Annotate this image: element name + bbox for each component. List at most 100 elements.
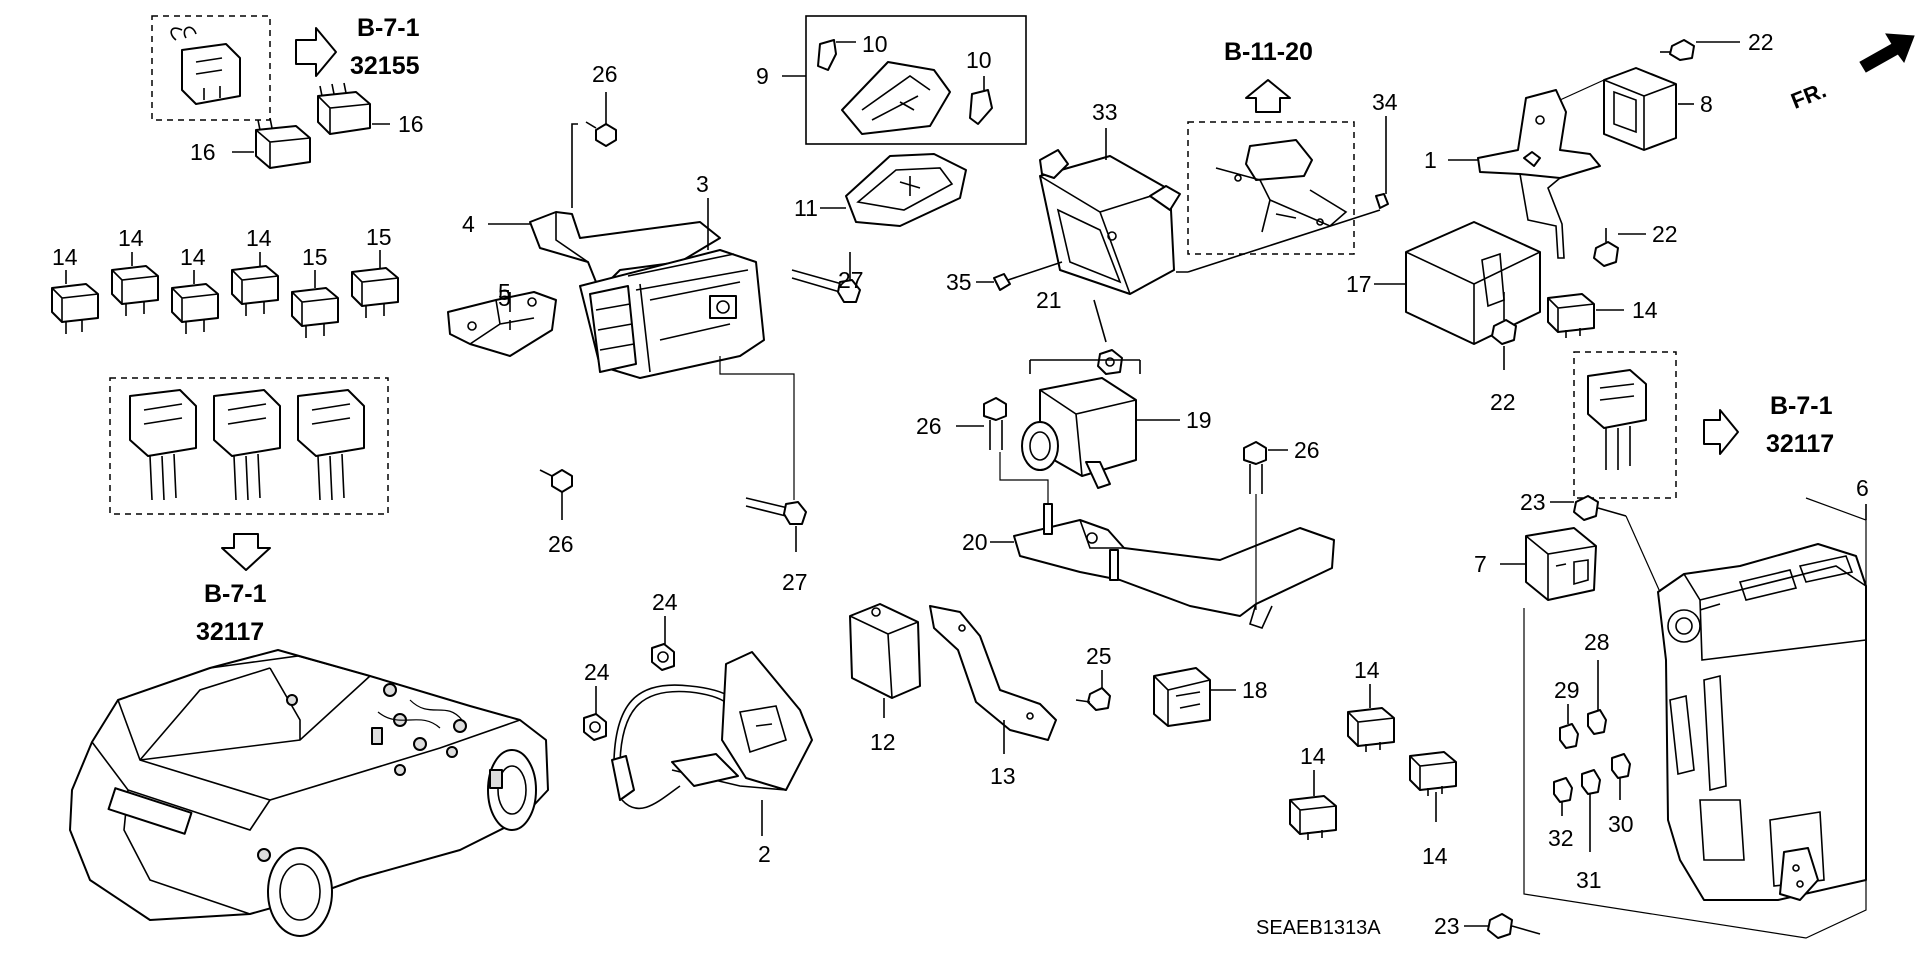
part-22-bolt-top [1660, 39, 1695, 61]
part-18-connector [1153, 667, 1211, 727]
label-25: 25 [1086, 643, 1112, 669]
label-21: 21 [1036, 287, 1062, 313]
label-16b: 16 [190, 139, 216, 165]
label-24a: 24 [652, 589, 678, 615]
label-27-bottom: 27 [782, 569, 808, 595]
label-17: 17 [1346, 271, 1372, 297]
label-35: 35 [946, 269, 972, 295]
part-22-bolt-mid [1593, 228, 1619, 267]
label-10-a: 10 [862, 31, 888, 57]
part-14-relay-7 [1289, 795, 1337, 840]
part-11-cover [845, 153, 967, 227]
ref-label-b71-a: B-7-1 [357, 14, 420, 42]
part-31-fuse [1581, 769, 1601, 795]
part-26-bolt-c [983, 397, 1007, 450]
part-2-harness [611, 651, 813, 810]
label-13: 13 [990, 763, 1016, 789]
part-27-bolt-b [745, 497, 807, 525]
part-22-bolt-bottom [1491, 292, 1517, 345]
label-26-d: 26 [1294, 437, 1320, 463]
part-6-fuse-box [1657, 543, 1867, 901]
ref-label-b71-c: B-7-1 [1770, 392, 1833, 420]
label-14-2: 14 [118, 225, 144, 251]
part-20-bracket [1013, 503, 1335, 629]
label-26-c: 26 [916, 413, 942, 439]
label-16a: 16 [398, 111, 424, 137]
part-14-relay-5 [1347, 707, 1395, 752]
part-25-bolt [1075, 687, 1111, 711]
part-8-relay-box [1603, 67, 1677, 151]
label-26-mid: 26 [548, 531, 574, 557]
part-21-nut [1097, 349, 1123, 375]
label-8: 8 [1700, 91, 1713, 117]
ref-box-bracket-b1120 [1187, 121, 1355, 255]
part-14-relay-4 [231, 265, 279, 316]
part-3-control-unit [579, 249, 765, 379]
label-24b: 24 [584, 659, 610, 685]
part-19-sensor [1021, 377, 1137, 489]
part-23-bolt-bottom [1487, 913, 1541, 939]
part-26-bolt-d [1243, 441, 1267, 494]
part-30-fuse [1611, 753, 1631, 779]
label-5: 5 [498, 279, 511, 305]
part-34-clip [1375, 193, 1389, 209]
ref-box-connector-32155 [151, 15, 271, 121]
label-32: 32 [1548, 825, 1574, 851]
ref-label-32117-a: 32117 [196, 618, 264, 646]
label-3: 3 [696, 171, 709, 197]
label-4: 4 [462, 211, 475, 237]
vehicle-silhouette [69, 649, 549, 937]
label-10-b: 10 [966, 47, 992, 73]
part-33-sensor-module [1039, 149, 1181, 295]
part-23-bolt-top [1573, 495, 1627, 521]
label-34: 34 [1372, 89, 1398, 115]
label-14-3: 14 [180, 244, 206, 270]
part-14-relay-6 [1409, 751, 1457, 796]
label-18: 18 [1242, 677, 1268, 703]
front-arrow-icon [1859, 33, 1915, 73]
ref-arrow-up-icon [1245, 79, 1291, 113]
label-9: 9 [756, 63, 769, 89]
ref-box-connectors-32117-right [1573, 351, 1677, 499]
ref-arrow-right-icon-2 [1703, 409, 1739, 455]
part-24-clip-b [583, 713, 607, 741]
part-26-bolt-mid [539, 469, 573, 493]
part-32-fuse [1553, 777, 1573, 803]
part-14-relay-1 [51, 283, 99, 334]
label-14-4: 14 [246, 225, 272, 251]
part-26-bolt-top [585, 121, 617, 147]
label-11: 11 [794, 195, 818, 221]
label-14-7: 14 [1300, 743, 1326, 769]
part-28-fuse [1587, 709, 1607, 735]
part-12-unit [849, 603, 921, 699]
label-31: 31 [1576, 867, 1602, 893]
label-2: 2 [758, 841, 771, 867]
part-7-relay [1525, 527, 1597, 601]
label-20: 20 [962, 529, 988, 555]
part-29-fuse [1559, 723, 1579, 749]
front-label: FR. [1787, 77, 1829, 113]
label-15-2: 15 [366, 224, 392, 250]
ref-box-connectors-32117-left [109, 377, 389, 515]
label-6: 6 [1856, 475, 1869, 501]
part-35-screw [993, 261, 1063, 291]
part-14-relay-3 [171, 283, 219, 334]
label-12: 12 [870, 729, 896, 755]
ref-label-32117-b: 32117 [1766, 430, 1834, 458]
label-14-1: 14 [52, 244, 78, 270]
part-15-relay-1 [291, 287, 339, 338]
part-17-module [1405, 221, 1541, 345]
ref-label-b71-b: B-7-1 [204, 580, 267, 608]
label-14-5: 14 [1354, 657, 1380, 683]
label-23-bottom: 23 [1434, 913, 1460, 939]
label-14-8: 14 [1632, 297, 1658, 323]
label-28: 28 [1584, 629, 1610, 655]
part-9-10-assembly-box [805, 15, 1027, 145]
label-27-top: 27 [838, 267, 864, 293]
label-14-6: 14 [1422, 843, 1448, 869]
ref-arrow-right-icon [295, 27, 337, 77]
label-33: 33 [1092, 99, 1118, 125]
ref-label-32155: 32155 [350, 52, 420, 80]
label-7: 7 [1474, 551, 1487, 577]
